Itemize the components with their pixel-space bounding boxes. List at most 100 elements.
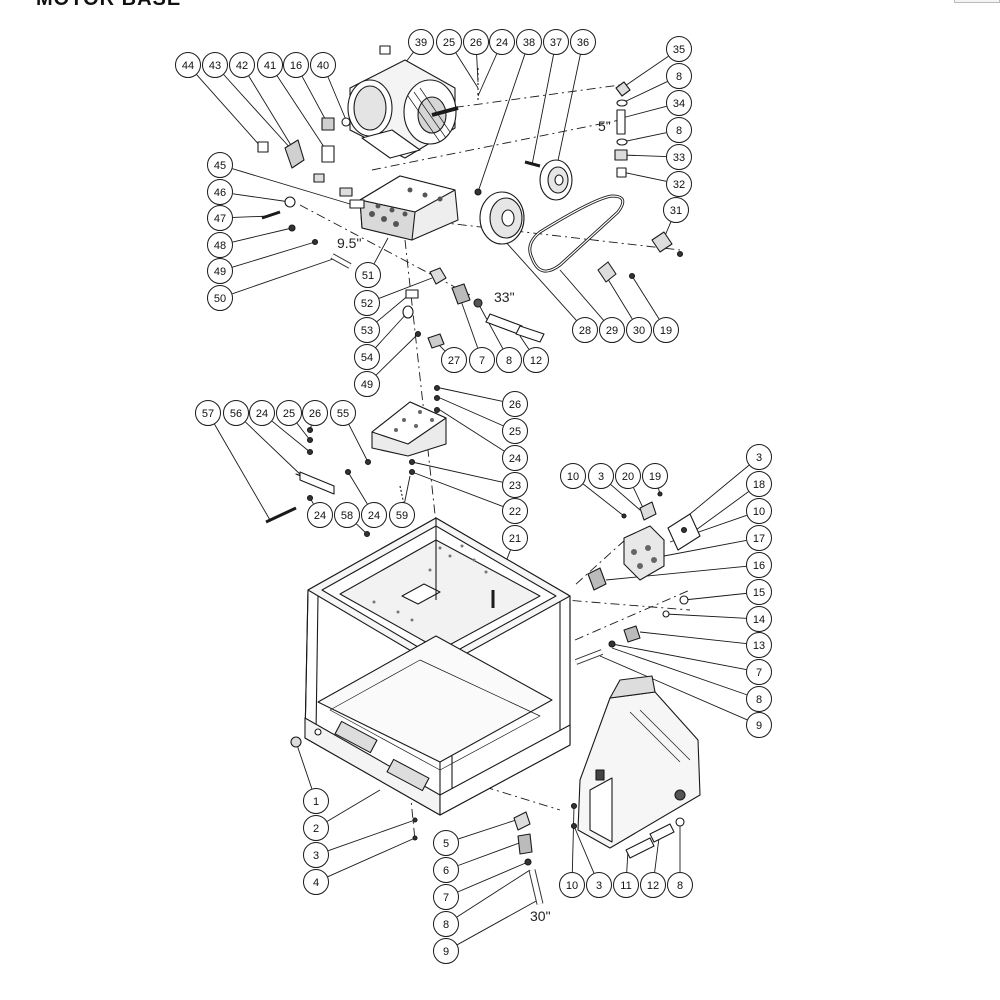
callout-circle (463, 29, 489, 55)
leader-line (439, 387, 503, 402)
callout-number: 57 (202, 408, 214, 420)
leader-line (245, 421, 305, 479)
leader-line (695, 491, 749, 531)
callout-bubble: 3 (303, 842, 329, 868)
leader-line (232, 227, 293, 243)
callout-bubble: 19 (653, 317, 679, 343)
callout-bubble: 6 (433, 857, 459, 883)
leader-line (559, 269, 604, 321)
leader-line (232, 193, 291, 203)
callout-bubble: 24 (249, 400, 275, 426)
callout-circle (615, 463, 641, 489)
callout-number: 32 (673, 179, 685, 191)
callout-number: 19 (660, 325, 672, 337)
callout-circle (746, 525, 772, 551)
leader-line (196, 74, 263, 149)
leader-line (683, 592, 747, 601)
callout-circle (303, 842, 329, 868)
callout-circle (207, 205, 233, 231)
callout-number: 7 (443, 892, 449, 904)
callout-circle (307, 502, 333, 528)
leader-line (347, 471, 368, 505)
callout-number: 49 (361, 379, 373, 391)
callout-number: 3 (756, 452, 762, 464)
callout-number: 19 (649, 471, 661, 483)
callout-circle (207, 285, 233, 311)
callout-number: 33 (673, 152, 685, 164)
callout-number: 46 (214, 187, 226, 199)
callout-bubble: 16 (283, 52, 309, 78)
leader-line (477, 302, 504, 349)
callout-bubble: 9 (746, 712, 772, 738)
leader-line (571, 805, 575, 873)
leader-line (611, 647, 747, 696)
callout-bubble: 8 (496, 347, 522, 373)
leader-line (326, 789, 381, 822)
callout-bubble: 31 (663, 197, 689, 223)
leader-line (555, 54, 581, 171)
callout-number: 6 (443, 865, 449, 877)
parts-artwork: 9.5" 5" 33" 30" (257, 45, 701, 924)
unloader-assembly (574, 491, 701, 665)
leader-line (621, 132, 667, 143)
callout-number: 38 (523, 37, 535, 49)
callout-circle (588, 463, 614, 489)
callout-bubble: 8 (667, 872, 693, 898)
leader-line (348, 424, 369, 463)
leader-line (223, 74, 293, 151)
leader-line (519, 335, 530, 350)
machine-frame (290, 517, 571, 841)
callout-circle (257, 52, 283, 78)
leader-line (476, 54, 479, 83)
callout-number: 3 (598, 471, 604, 483)
leader-line (459, 297, 479, 348)
leader-line (477, 53, 498, 97)
callout-circle (653, 317, 679, 343)
callout-number: 25 (283, 408, 295, 420)
callout-number: 14 (753, 614, 765, 626)
leader-lines (196, 52, 750, 946)
callout-bubble: 27 (441, 347, 467, 373)
callout-number: 54 (361, 352, 373, 364)
leader-line (439, 397, 504, 427)
leader-line (621, 55, 669, 89)
leader-line (404, 475, 411, 503)
tensioner-parts (402, 267, 545, 349)
callout-circle (361, 502, 387, 528)
callout-number: 35 (673, 44, 685, 56)
callout-bubble: 54 (354, 344, 380, 370)
callout-bubble: 41 (257, 52, 283, 78)
callout-number: 45 (214, 160, 226, 172)
leader-line (378, 277, 433, 299)
callout-number: 20 (622, 471, 634, 483)
leader-line (605, 275, 633, 320)
callout-circle (746, 444, 772, 470)
callout-bubble: 16 (746, 552, 772, 578)
callout-circle (746, 498, 772, 524)
callout-number: 4 (313, 877, 319, 889)
callout-number: 51 (362, 270, 374, 282)
callout-bubble: 22 (502, 498, 528, 524)
leader-line (457, 899, 539, 946)
callout-circle (666, 117, 692, 143)
leader-line (457, 861, 529, 893)
callout-bubble: 25 (436, 29, 462, 55)
callout-circle (433, 857, 459, 883)
callout-circle (613, 872, 639, 898)
callout-number: 7 (756, 667, 762, 679)
leader-line (458, 819, 517, 840)
callout-bubble: 50 (207, 285, 233, 311)
callout-number: 5 (443, 838, 449, 850)
page-title: MOTOR BASE (36, 0, 181, 11)
callout-circle (433, 938, 459, 964)
callout-circle (666, 63, 692, 89)
callout-number: 1 (313, 796, 319, 808)
callout-number: 44 (182, 60, 194, 72)
callout-bubble: 34 (666, 90, 692, 116)
callout-number: 47 (214, 213, 226, 225)
callout-number: 9 (443, 946, 449, 958)
belt-guard (570, 675, 701, 859)
leader-line (376, 293, 411, 322)
callout-number: 22 (509, 506, 521, 518)
